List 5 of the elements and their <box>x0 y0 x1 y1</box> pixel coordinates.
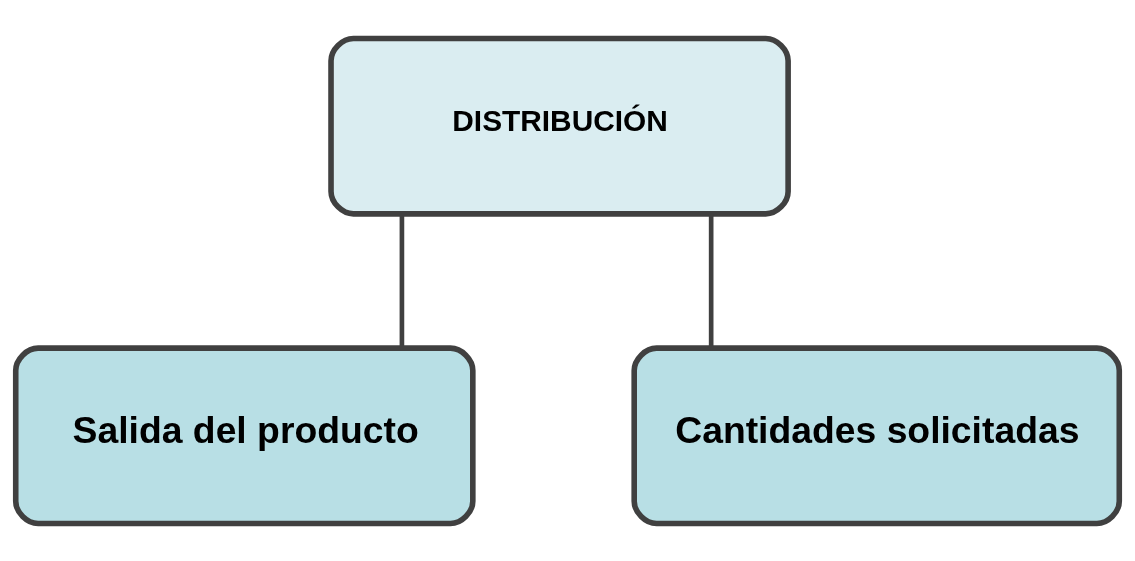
connector <box>708 213 714 348</box>
node-box: Cantidades solicitadas <box>631 344 1123 526</box>
node-box: Salida del producto <box>12 344 476 526</box>
node-box: DISTRIBUCIÓN <box>328 35 791 217</box>
connector <box>399 213 405 348</box>
